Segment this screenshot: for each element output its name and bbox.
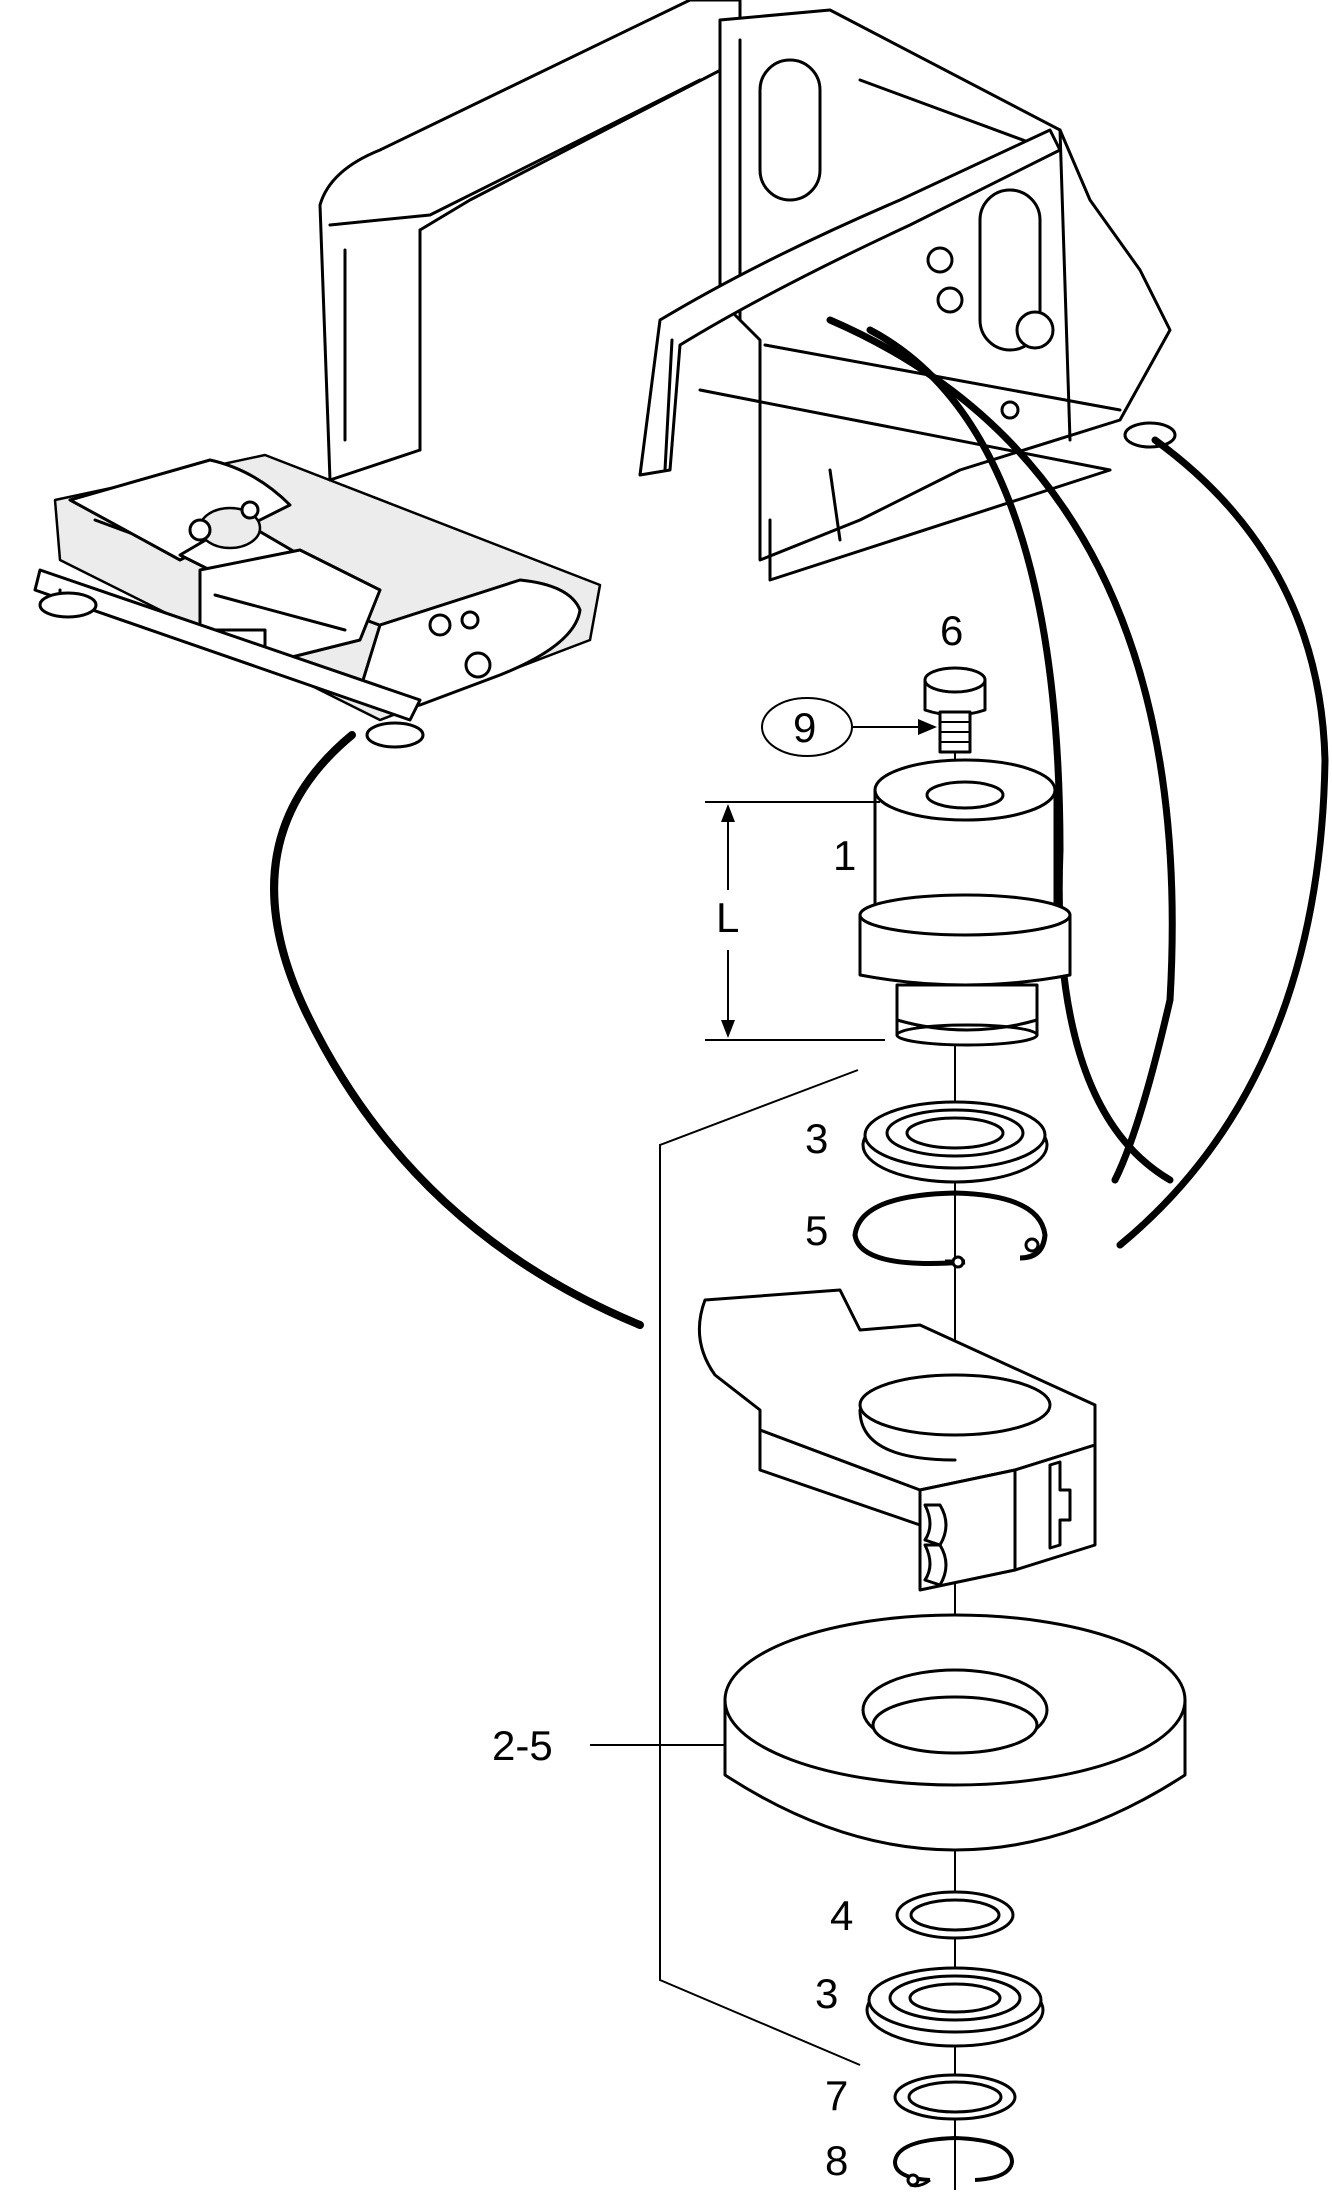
mounting-block xyxy=(697,1288,1097,1592)
bolt-part-6 xyxy=(923,666,987,754)
label-dimension-L: L xyxy=(716,894,739,941)
label-part-3-upper: 3 xyxy=(805,1115,828,1162)
label-part-9: 9 xyxy=(793,704,816,751)
washer-part-4 xyxy=(895,1890,1015,1940)
label-part-3-lower: 3 xyxy=(815,1970,838,2017)
label-part-2-5: 2-5 xyxy=(492,1722,553,1769)
retaining-ring-part-8 xyxy=(892,2135,1015,2188)
bearing-part-3-upper xyxy=(861,1100,1049,1184)
circlip-part-5 xyxy=(852,1190,1048,1269)
group-bracket-2-5 xyxy=(659,1069,861,2066)
label-part-1: 1 xyxy=(833,832,856,879)
connector-curves xyxy=(270,316,1329,1329)
label-part-7: 7 xyxy=(825,2072,848,2119)
label-part-6: 6 xyxy=(940,607,963,654)
washer-part-7 xyxy=(893,2073,1017,2121)
machine-frame xyxy=(33,0,1177,749)
wheel-part-2-5 xyxy=(723,1613,1187,1852)
dimension-L xyxy=(705,801,885,1041)
bearing-part-3-lower xyxy=(865,1966,1045,2048)
label-part-5: 5 xyxy=(805,1207,828,1254)
callout-9 xyxy=(761,697,937,757)
label-part-8: 8 xyxy=(825,2137,848,2184)
housing-part-1 xyxy=(858,758,1072,1047)
label-part-4: 4 xyxy=(830,1892,853,1939)
